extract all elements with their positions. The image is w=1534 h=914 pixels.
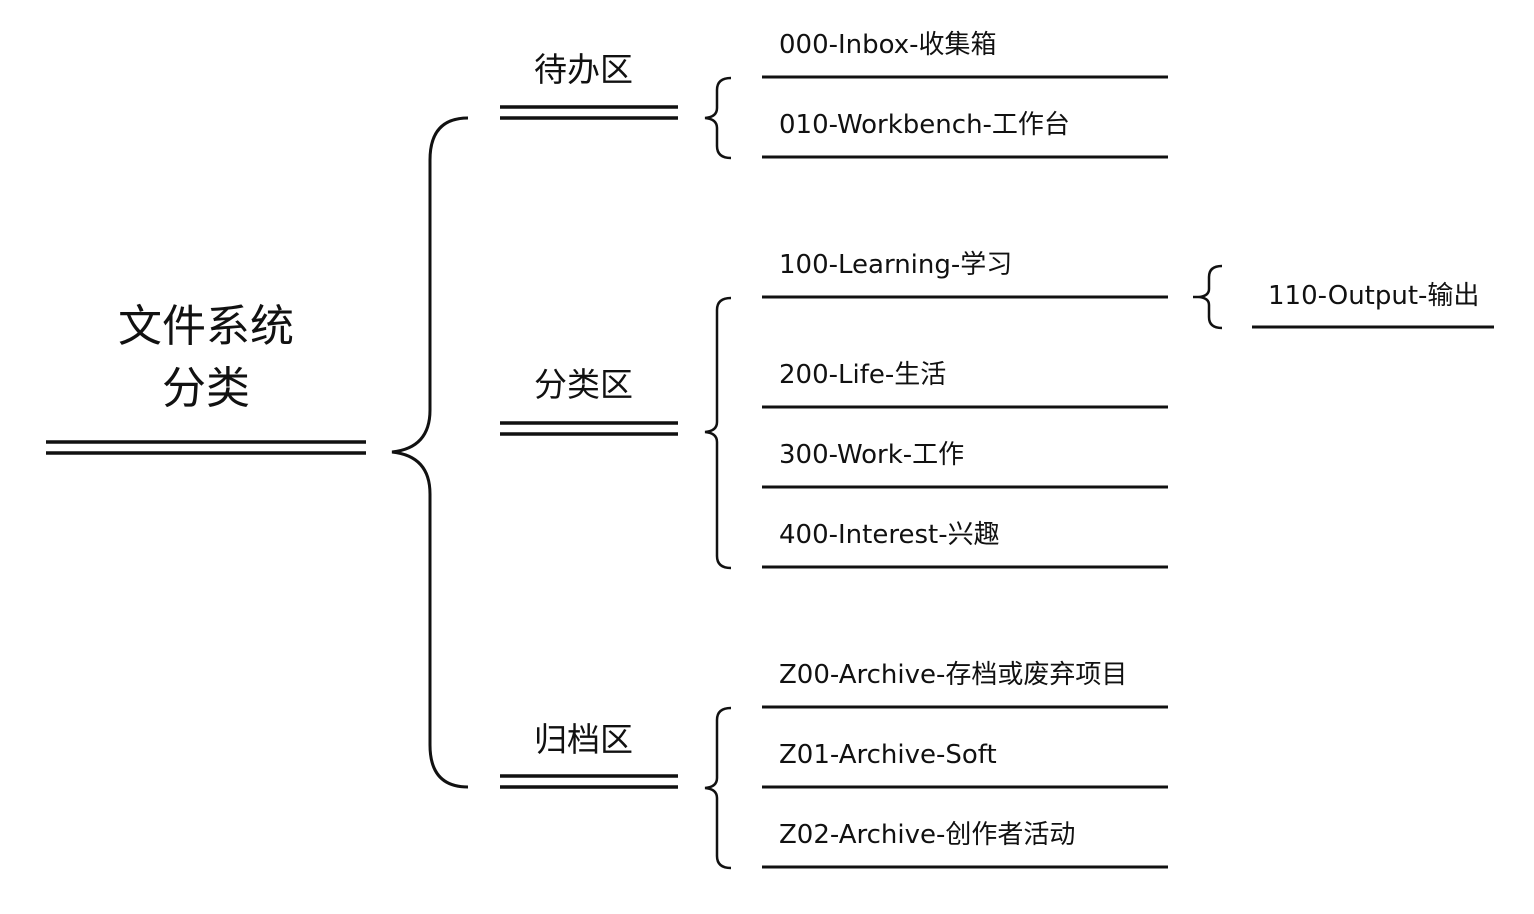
leaf-output: 110-Output-输出 (1268, 281, 1480, 311)
zone-brace (704, 76, 732, 160)
root-brace (391, 116, 469, 789)
leaf-archive-projects: Z00-Archive-存档或废弃项目 (779, 660, 1128, 690)
leaf-life: 200-Life-生活 (779, 360, 947, 390)
zone-brace (704, 706, 732, 870)
leaf-learning: 100-Learning-学习 (779, 250, 1013, 280)
sub-brace (1198, 264, 1223, 330)
root-node: 文件系统 分类 (46, 296, 366, 420)
root-title-line1: 文件系统 (118, 301, 294, 352)
leaf-interest: 400-Interest-兴趣 (779, 520, 1000, 550)
zone-todo-label: 待办区 (534, 50, 633, 89)
zone-category-label: 分类区 (534, 365, 633, 404)
leaf-archive-creator: Z02-Archive-创作者活动 (779, 820, 1076, 850)
leaf-inbox: 000-Inbox-收集箱 (779, 30, 997, 60)
leaf-work: 300-Work-工作 (779, 440, 965, 470)
zone-brace (704, 296, 732, 570)
root-title-line2: 分类 (162, 363, 250, 414)
zone-archive-label: 归档区 (534, 720, 633, 759)
leaf-workbench: 010-Workbench-工作台 (779, 110, 1070, 140)
leaf-archive-soft: Z01-Archive-Soft (779, 740, 997, 770)
